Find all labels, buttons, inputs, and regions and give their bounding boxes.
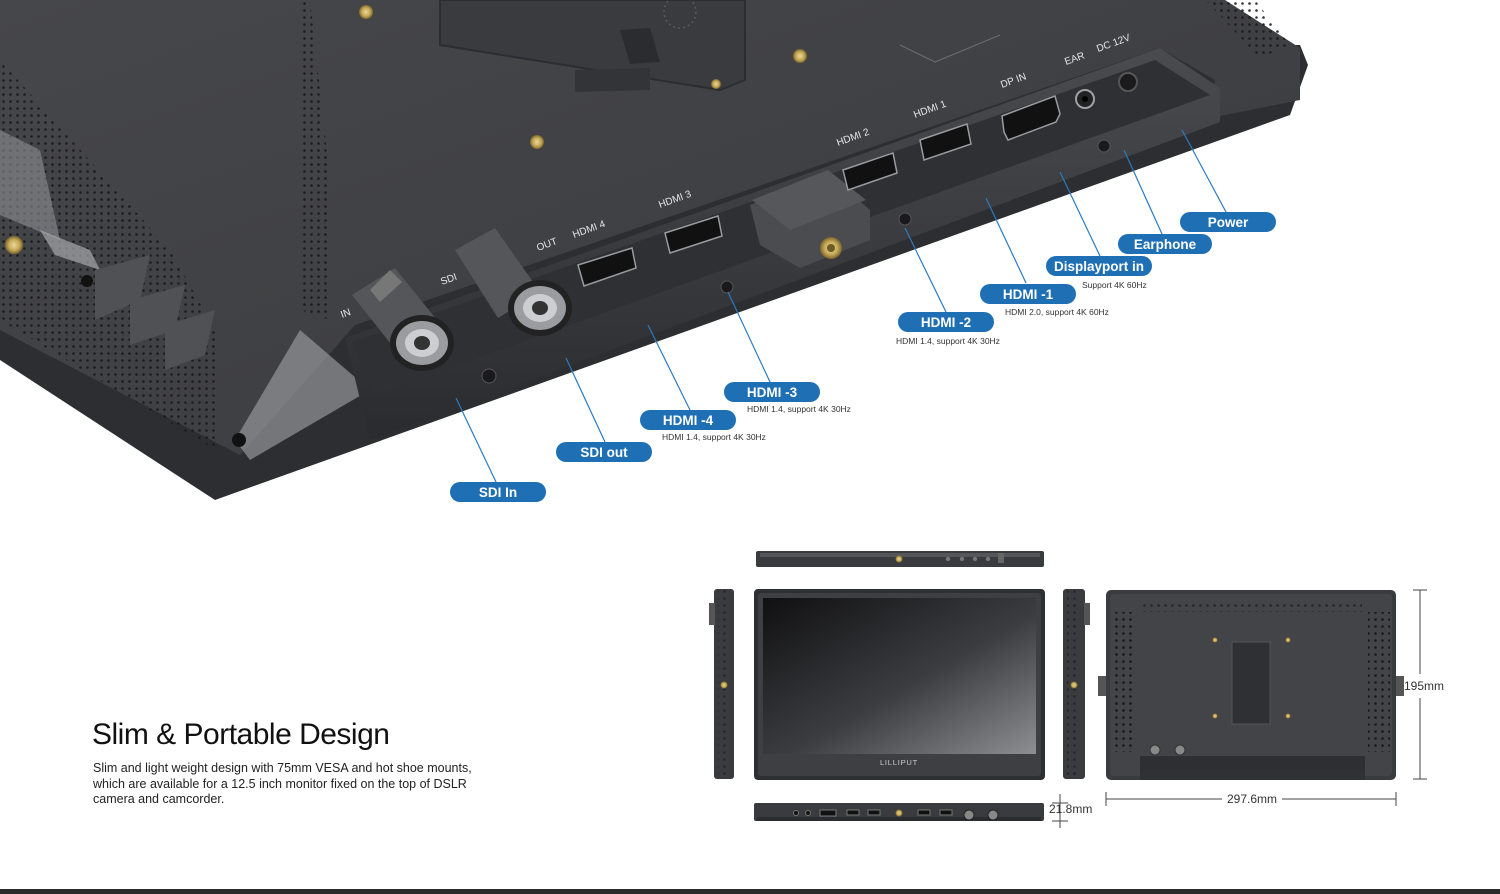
right-side-view xyxy=(1063,589,1090,779)
callout-hdmi2: HDMI -2 HDMI 1.4, support 4K 30Hz xyxy=(896,312,1000,346)
top-view xyxy=(756,551,1044,567)
feature-description: Slim and light weight design with 75mm V… xyxy=(93,761,472,806)
callout-power-label: Power xyxy=(1208,215,1249,230)
callout-hdmi1-label: HDMI -1 xyxy=(1003,287,1054,302)
callout-sdi-out-label: SDI out xyxy=(580,445,628,460)
callout-lines xyxy=(455,129,1227,483)
back-view xyxy=(1098,590,1404,780)
callout-hdmi3: HDMI -3 HDMI 1.4, support 4K 30Hz xyxy=(724,382,851,414)
callout-sdi-in: SDI In xyxy=(450,482,546,502)
callout-hdmi1-sub: HDMI 2.0, support 4K 60Hz xyxy=(1005,307,1109,317)
callout-hdmi2-label: HDMI -2 xyxy=(921,315,971,330)
left-side-view xyxy=(709,589,734,779)
callout-earphone: Earphone xyxy=(1118,234,1212,254)
callout-hdmi2-sub: HDMI 1.4, support 4K 30Hz xyxy=(896,336,1000,346)
bnc-out xyxy=(455,228,572,336)
callout-power: Power xyxy=(1180,212,1276,232)
callout-hdmi4-label: HDMI -4 xyxy=(663,413,714,428)
feature-title: Slim & Portable Design xyxy=(92,718,390,751)
port-label-in: IN xyxy=(339,307,352,321)
bnc-in xyxy=(352,268,454,371)
callout-hdmi3-label: HDMI -3 xyxy=(747,385,798,400)
callout-displayport: Displayport in Support 4K 60Hz xyxy=(1046,256,1152,290)
callout-hdmi1: HDMI -1 HDMI 2.0, support 4K 60Hz xyxy=(980,284,1109,317)
port-label-sdi: SDI xyxy=(439,272,458,288)
dimension-height: 195mm xyxy=(1404,679,1444,693)
callout-hdmi4: HDMI -4 HDMI 1.4, support 4K 30Hz xyxy=(640,410,766,442)
brand-logo: LILLIPUT xyxy=(880,758,918,767)
callout-sdi-in-label: SDI In xyxy=(479,485,517,500)
dimension-width: 297.6mm xyxy=(1227,792,1277,806)
callout-sdi-out: SDI out xyxy=(556,442,652,462)
callout-hdmi3-sub: HDMI 1.4, support 4K 30Hz xyxy=(747,404,851,414)
callout-displayport-label: Displayport in xyxy=(1054,259,1144,274)
callout-earphone-label: Earphone xyxy=(1134,237,1197,252)
dimension-lines xyxy=(1052,589,1427,828)
bottom-view xyxy=(754,803,1044,821)
dimension-depth: 21.8mm xyxy=(1049,802,1092,816)
bottom-divider xyxy=(0,889,1500,894)
callout-displayport-sub: Support 4K 60Hz xyxy=(1082,280,1147,290)
monitor-back-large xyxy=(0,0,1308,500)
front-view: LILLIPUT xyxy=(754,589,1045,780)
callout-hdmi4-sub: HDMI 1.4, support 4K 30Hz xyxy=(662,432,766,442)
